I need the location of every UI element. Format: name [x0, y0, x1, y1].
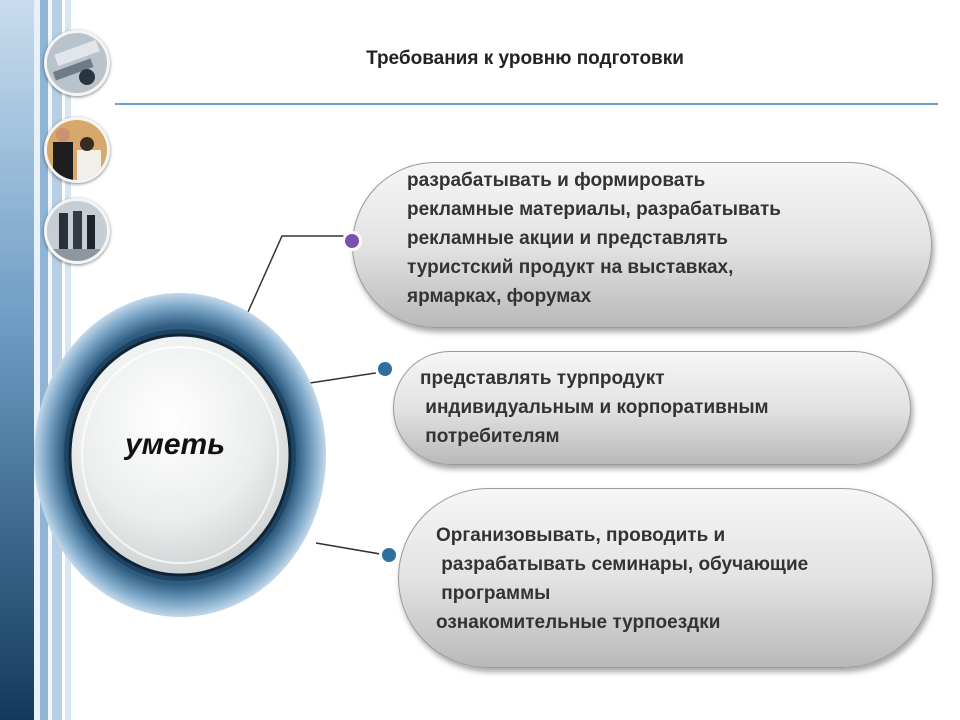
- bullet-dot-1-fill: [345, 234, 359, 248]
- office-objects-photo: [44, 30, 110, 96]
- connector-line-3: [315, 542, 387, 556]
- walking-people-photo: [44, 198, 110, 264]
- slide-title: Требования к уровню подготовки: [366, 48, 684, 69]
- hub-face: [68, 333, 292, 577]
- business-people-photo: [44, 117, 110, 183]
- item-text-3: Организовывать, проводить и разрабатыват…: [436, 525, 809, 633]
- bullet-dot-3-fill: [382, 548, 396, 562]
- connector-line-1: [247, 235, 352, 313]
- title-divider: [115, 103, 938, 105]
- hub-label: уметь: [124, 428, 226, 461]
- item-pill-2: [393, 351, 911, 465]
- item-pill-3: [398, 488, 933, 668]
- item-text-2: представлять турпродукт индивидуальным и…: [420, 368, 769, 447]
- bullet-dot-2-fill: [378, 362, 392, 376]
- item-pill-1: [352, 162, 932, 328]
- connector-line-2: [309, 371, 383, 384]
- item-text-1: разрабатывать и формировать рекламные ма…: [407, 170, 781, 307]
